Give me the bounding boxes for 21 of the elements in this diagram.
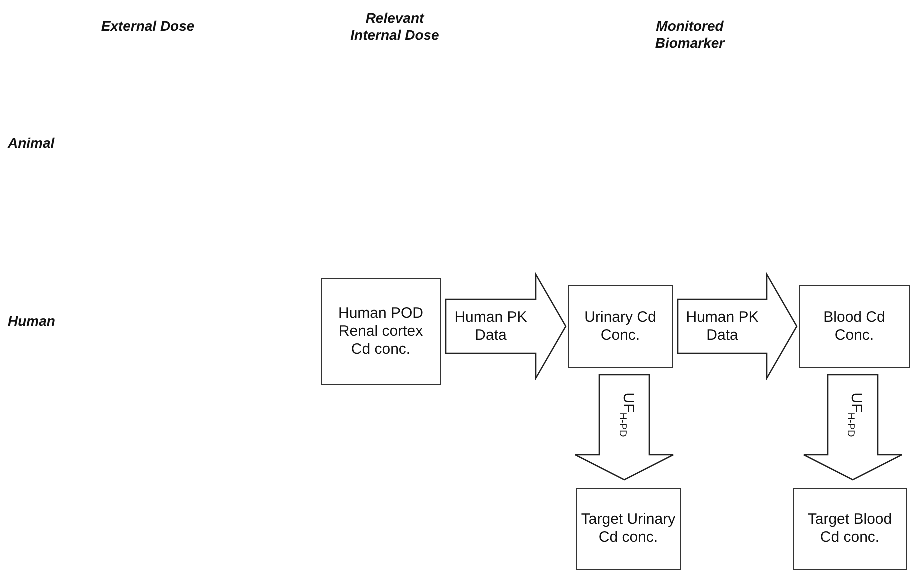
box-label: Blood Cd Conc. (822, 308, 886, 344)
box-label: Urinary Cd Conc. (584, 308, 658, 344)
block-arrow (803, 374, 903, 481)
box-label: Human POD Renal cortex Cd conc. (337, 304, 425, 358)
column-heading: Monitored Biomarker (654, 18, 726, 52)
block-arrow (445, 272, 567, 381)
box-label: Target Blood Cd conc. (806, 511, 894, 547)
box-label: Target Urinary Cd conc. (580, 511, 676, 547)
block-arrow (677, 272, 798, 381)
process-box (568, 285, 673, 368)
edge-label: Human PK Data (454, 308, 528, 344)
block-arrow (574, 374, 674, 481)
process-box (793, 488, 907, 570)
process-box (576, 488, 681, 570)
edge-label: Human PK Data (685, 308, 760, 344)
process-box (799, 285, 910, 368)
process-box (321, 278, 441, 385)
column-heading: External Dose (100, 18, 196, 35)
column-heading: Relevant Internal Dose (350, 10, 440, 44)
row-heading: Human (8, 313, 56, 330)
row-heading: Animal (8, 135, 56, 152)
